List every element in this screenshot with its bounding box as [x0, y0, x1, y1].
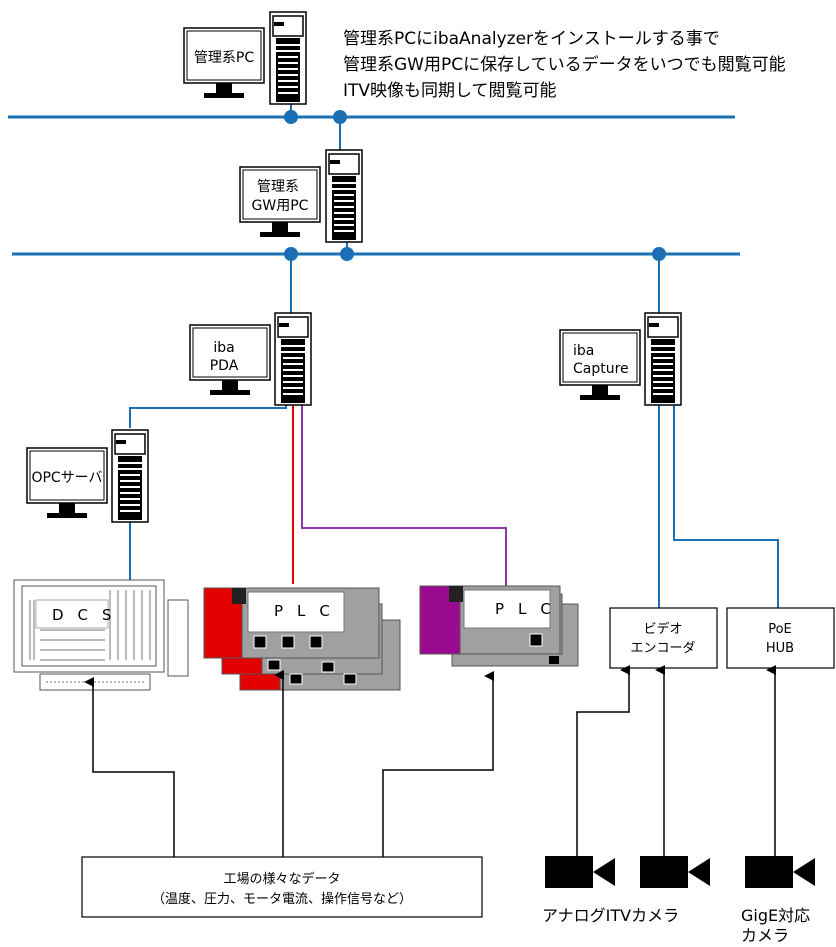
factory-data-box: 工場の様々なデータ （温度、圧力、モータ電流、操作信号など）	[81, 856, 483, 918]
gw-pc-label-1: 管理系	[257, 179, 299, 195]
iba-pda: iba PDA	[189, 312, 312, 406]
opc-server: OPCサーバ	[26, 429, 149, 523]
factory-data-title: 工場の様々なデータ	[223, 871, 340, 887]
gige-camera-label-1: GigE対応	[741, 906, 810, 925]
gw-pc: 管理系 GW用PC	[239, 149, 363, 243]
iba-pda-label-1: iba	[213, 340, 234, 356]
plc-red: PLC	[203, 587, 401, 691]
camera-icons	[545, 856, 815, 888]
analog-camera-icon-1	[545, 856, 615, 888]
purple-link	[301, 394, 507, 586]
video-encoder: ビデオ エンコーダ	[609, 607, 718, 669]
mgmt-pc-label: 管理系PC	[194, 50, 254, 66]
network-lines	[8, 110, 740, 261]
annotation: 管理系PCにibaAnalyzerをインストールする事で 管理系GW用PCに保存…	[343, 29, 786, 101]
mgmt-pc: 管理系PC	[183, 11, 307, 105]
gw-pc-label-2: GW用PC	[252, 198, 309, 214]
annotation-line-1: 管理系PCにibaAnalyzerをインストールする事で	[343, 29, 720, 49]
gige-camera-label-2: カメラ	[741, 926, 789, 945]
dcs: DCS	[13, 579, 189, 691]
poe-hub-label-2: HUB	[766, 641, 794, 656]
factory-data-detail: （温度、圧力、モータ電流、操作信号など）	[152, 891, 412, 907]
data-arrows	[84, 665, 776, 857]
poe-hub: PoE HUB	[726, 607, 835, 669]
analog-camera-icon-2	[640, 856, 710, 888]
opc-server-label: OPCサーバ	[31, 470, 102, 486]
iba-capture-label-2: Capture	[573, 361, 629, 377]
iba-capture-label-1: iba	[573, 343, 594, 359]
poe-hub-label-1: PoE	[768, 622, 792, 637]
dcs-label: DCS	[52, 606, 126, 624]
annotation-line-2: 管理系GW用PCに保存しているデータをいつでも閲覧可能	[343, 54, 786, 75]
iba-capture: iba Capture	[559, 312, 682, 406]
analog-camera-label: アナログITVカメラ	[542, 906, 679, 925]
video-encoder-label-1: ビデオ	[643, 621, 682, 637]
plc-purple-label: PLC	[495, 600, 565, 618]
plc-purple: PLC	[419, 585, 579, 667]
gige-camera-icon	[745, 856, 815, 888]
annotation-line-3: ITV映像も同期して閲覧可能	[343, 81, 557, 101]
plc-red-label: PLC	[274, 602, 344, 620]
video-encoder-label-2: エンコーダ	[630, 641, 695, 656]
iba-pda-label-2: PDA	[210, 358, 239, 374]
